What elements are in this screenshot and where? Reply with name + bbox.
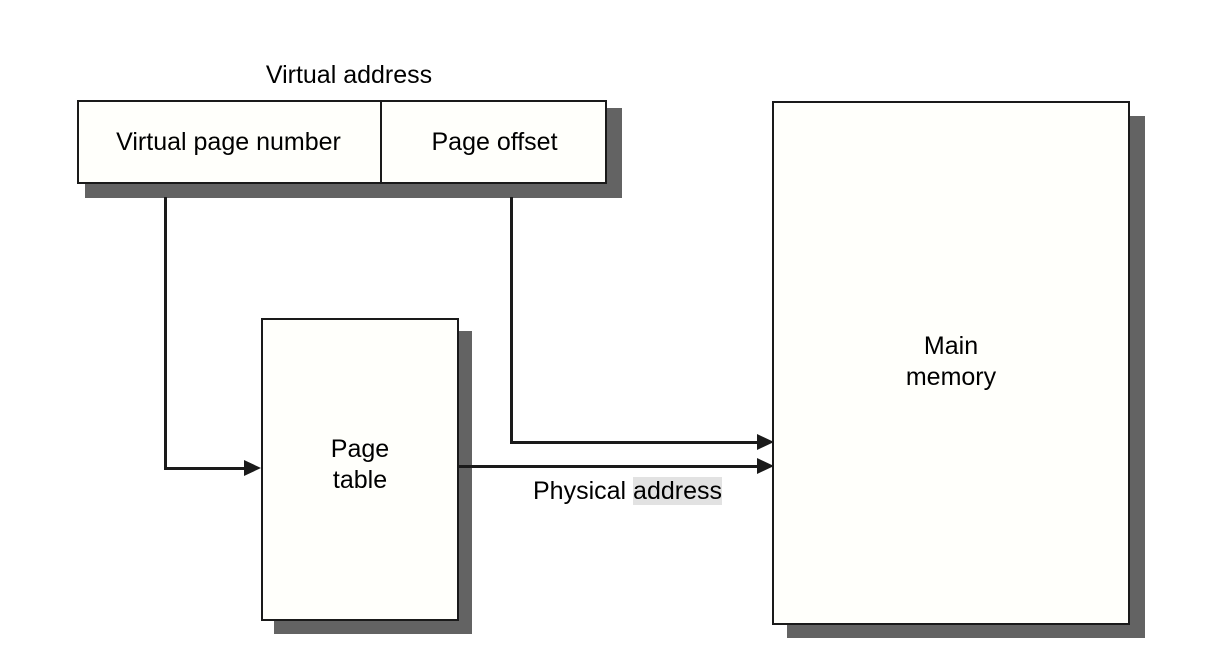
virtual-page-number-label: Virtual page number xyxy=(116,128,341,156)
page-offset-to-memory-horizontal-line xyxy=(510,441,759,444)
vpn-to-page-table-vertical-line xyxy=(164,197,167,470)
page-offset-to-memory-vertical-line xyxy=(510,197,513,444)
main-memory-label-line1: Main xyxy=(923,332,979,360)
page-table-label-line2: table xyxy=(332,465,388,494)
vpn-to-page-table-arrowhead xyxy=(244,460,261,476)
main-memory-box xyxy=(772,101,1130,625)
physical-address-arrowhead xyxy=(757,458,774,474)
main-memory-label: Main memory xyxy=(772,331,1130,392)
virtual-address-box xyxy=(77,100,607,184)
virtual-address-field-divider xyxy=(380,100,382,184)
page-offset-to-memory-arrowhead xyxy=(757,434,774,450)
page-table-box xyxy=(261,318,459,621)
page-table-label: Page table xyxy=(261,434,459,495)
vpn-to-page-table-horizontal-line xyxy=(164,467,246,470)
virtual-address-title: Virtual address xyxy=(265,61,433,89)
main-memory-label-line2: memory xyxy=(905,362,997,391)
physical-address-label: Physical address xyxy=(533,476,722,507)
physical-address-prefix: Physical xyxy=(533,477,634,505)
physical-address-highlighted-word: address xyxy=(633,477,722,505)
physical-address-line xyxy=(459,465,759,468)
page-table-label-line1: Page xyxy=(330,435,390,463)
page-offset-label: Page offset xyxy=(431,128,558,156)
